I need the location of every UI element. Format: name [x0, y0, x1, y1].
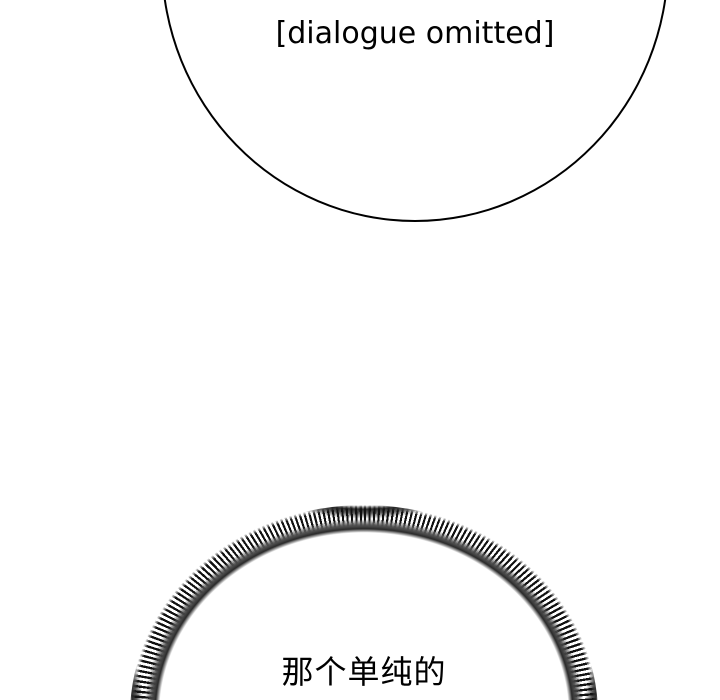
thought-bubble-bottom-text: 那个单纯的	[281, 653, 447, 691]
speech-bubble-top-text: [dialogue omitted]	[275, 16, 555, 51]
